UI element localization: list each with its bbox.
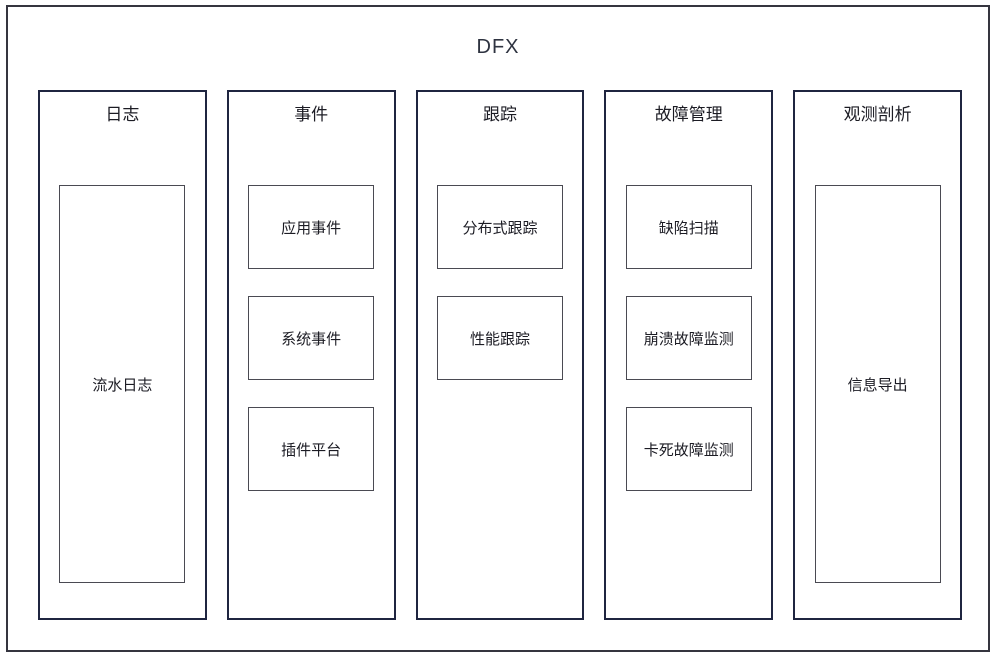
node-system-events: 系统事件: [248, 296, 375, 380]
node-crash-fault-monitor: 崩溃故障监测: [625, 296, 752, 380]
column-observation-profiling-title: 观测剖析: [843, 105, 912, 124]
column-events: 事件 应用事件 系统事件 插件平台: [226, 90, 396, 620]
node-performance-tracing: 性能跟踪: [436, 296, 563, 380]
node-freeze-fault-monitor: 卡死故障监测: [625, 407, 752, 491]
column-events-title: 事件: [294, 105, 329, 124]
column-fault-management: 故障管理 缺陷扫描 崩溃故障监测 卡死故障监测: [604, 90, 774, 620]
column-fault-management-title: 故障管理: [654, 105, 723, 124]
node-distributed-tracing: 分布式跟踪: [436, 185, 563, 269]
diagram-title: DFX: [476, 36, 520, 58]
column-tracing-title: 跟踪: [482, 105, 517, 124]
column-logs: 日志 流水日志: [38, 90, 207, 620]
node-defect-scan: 缺陷扫描: [625, 185, 752, 269]
column-observation-profiling: 观测剖析 信息导出: [793, 90, 962, 620]
column-logs-title: 日志: [105, 105, 140, 124]
node-app-events: 应用事件: [248, 185, 375, 269]
node-info-export: 信息导出: [814, 185, 941, 583]
column-tracing: 跟踪 分布式跟踪 性能跟踪: [415, 90, 585, 620]
diagram-outer-border: [6, 5, 990, 652]
diagram-columns: 日志 流水日志 事件 应用事件 系统事件 插件平台 跟踪 分布式跟踪 性能跟踪 …: [38, 90, 962, 620]
node-plugin-platform: 插件平台: [248, 407, 375, 491]
node-flow-logs: 流水日志: [59, 185, 186, 583]
